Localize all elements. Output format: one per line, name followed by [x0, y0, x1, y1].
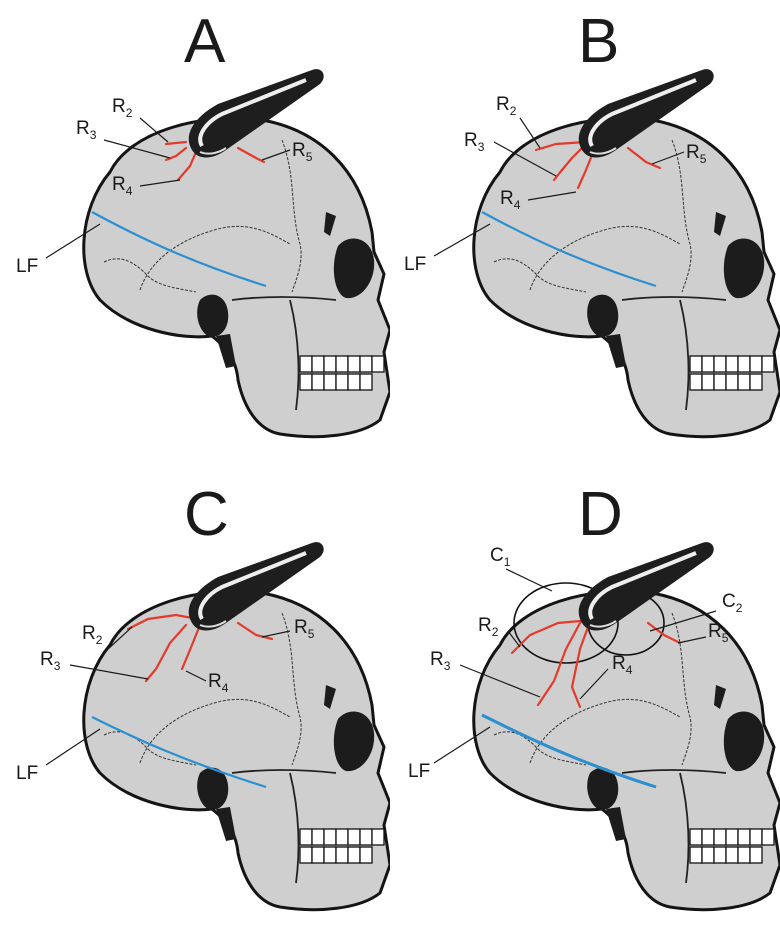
label-r2: R2	[478, 615, 499, 639]
label-r2: R2	[496, 94, 517, 118]
label-c2: C2	[722, 591, 743, 615]
panel-letter: B	[578, 7, 619, 76]
label-r3: R3	[464, 130, 485, 154]
label-r2: R2	[112, 96, 133, 120]
label-r3: R3	[40, 649, 61, 673]
skull-diagram-a: A	[0, 0, 390, 473]
label-lf: LF	[16, 763, 38, 784]
label-lf: LF	[404, 254, 426, 275]
label-c1: C1	[490, 545, 511, 569]
label-lf: LF	[408, 761, 430, 782]
panel-letter: A	[184, 7, 226, 76]
label-lf: LF	[16, 256, 38, 277]
panel-b: B	[390, 0, 780, 473]
label-r2: R2	[82, 623, 103, 647]
label-r3: R3	[430, 649, 451, 673]
panel-a: A	[0, 0, 390, 473]
skull-diagram-d: D	[390, 473, 780, 946]
panel-letter: C	[184, 480, 229, 549]
panel-c: C	[0, 473, 390, 946]
skull-diagram-b: B	[390, 0, 780, 473]
panel-d: D	[390, 473, 780, 946]
panel-letter: D	[578, 480, 623, 549]
label-r3: R3	[76, 118, 97, 142]
leader-c1	[506, 569, 552, 591]
label-r5: R5	[708, 621, 729, 645]
skull-diagram-c: C	[0, 473, 390, 946]
